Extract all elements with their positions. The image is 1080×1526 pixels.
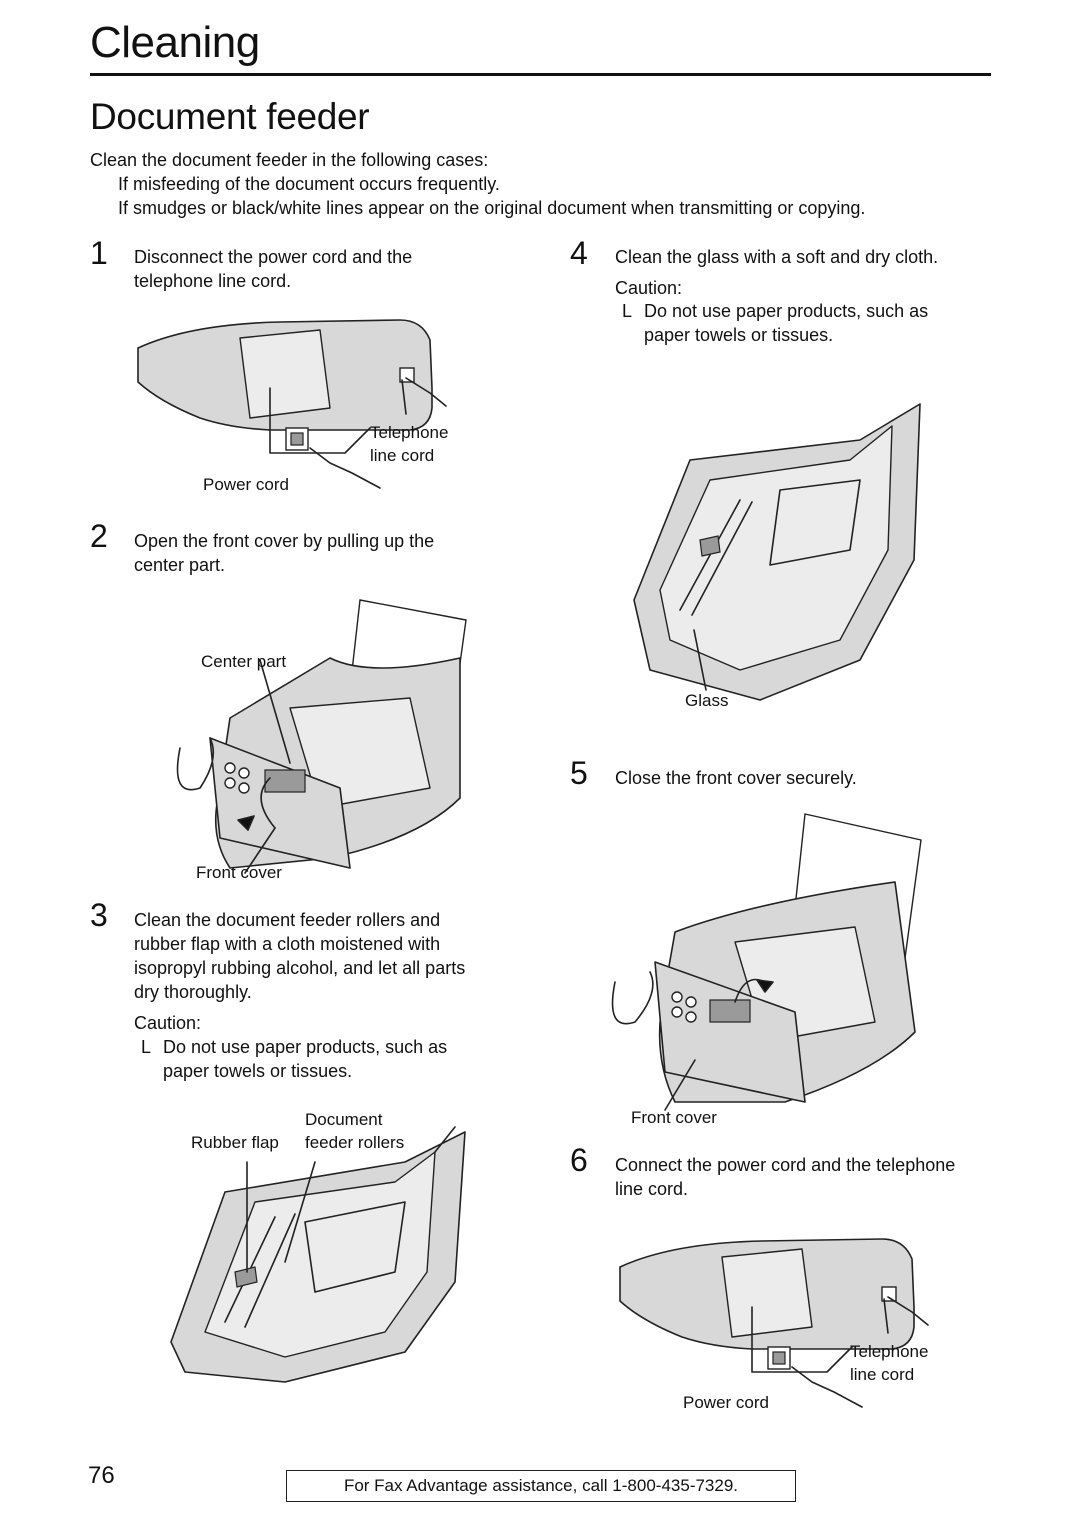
label-telephone-line: Telephone bbox=[850, 1342, 929, 1361]
label-telephone-line: line cord bbox=[850, 1365, 915, 1384]
caution-title: Caution: bbox=[615, 278, 683, 298]
step-text: telephone line cord. bbox=[134, 271, 292, 291]
step-number: 2 bbox=[90, 518, 108, 554]
caution-text: Do not use paper products, such as bbox=[644, 301, 929, 321]
label-telephone-line: Telephone bbox=[370, 423, 449, 442]
label-telephone-line: line cord bbox=[370, 446, 435, 465]
caution-title: Caution: bbox=[134, 1013, 202, 1033]
label-rubber-flap: Rubber flap bbox=[191, 1133, 279, 1152]
intro-case: If smudges or black/white lines appear o… bbox=[118, 198, 866, 218]
fax-closed-cover-illustration bbox=[611, 813, 922, 1111]
step-number: 3 bbox=[90, 897, 108, 933]
intro-case: If misfeeding of the document occurs fre… bbox=[118, 174, 500, 194]
fax-rear-reconnect-illustration bbox=[619, 1238, 929, 1408]
step-text: Disconnect the power cord and the bbox=[134, 247, 413, 267]
caution-text: paper towels or tissues. bbox=[163, 1061, 353, 1081]
label-power-cord: Power cord bbox=[683, 1393, 769, 1412]
step-text: center part. bbox=[134, 555, 226, 575]
label-center-part: Center part bbox=[201, 652, 287, 671]
title-rule bbox=[90, 73, 991, 76]
step-text: rubber flap with a cloth moistened with bbox=[134, 934, 441, 954]
label-front-cover: Front cover bbox=[196, 863, 282, 882]
step-number: 6 bbox=[570, 1142, 588, 1178]
fax-rear-illustration bbox=[137, 319, 447, 489]
caution-text: Do not use paper products, such as bbox=[163, 1037, 448, 1057]
caution-text: paper towels or tissues. bbox=[644, 325, 834, 345]
step-text: Open the front cover by pulling up the bbox=[134, 531, 435, 551]
step-text: Close the front cover securely. bbox=[615, 768, 857, 788]
caution-item: L Do not use paper products, such as bbox=[141, 1035, 447, 1059]
bullet-icon: L bbox=[622, 301, 633, 321]
step-number: 5 bbox=[570, 755, 588, 791]
label-feeder-rollers: feeder rollers bbox=[305, 1133, 405, 1152]
page-title: Document feeder bbox=[90, 96, 370, 137]
step-number: 4 bbox=[570, 235, 588, 271]
step-text: Connect the power cord and the telephone bbox=[615, 1155, 956, 1175]
caution-item: L Do not use paper products, such as bbox=[622, 299, 928, 323]
step-number: 1 bbox=[90, 235, 108, 271]
fax-rollers-illustration bbox=[170, 1126, 466, 1383]
step-text: Clean the document feeder rollers and bbox=[134, 910, 441, 930]
label-document: Document bbox=[305, 1110, 383, 1129]
assistance-box: For Fax Advantage assistance, call 1-800… bbox=[286, 1470, 796, 1502]
step-text: isopropyl rubbing alcohol, and let all p… bbox=[134, 958, 466, 978]
label-power-cord: Power cord bbox=[203, 475, 289, 494]
section-title: Cleaning bbox=[90, 18, 260, 67]
step-text: dry thoroughly. bbox=[134, 982, 252, 1002]
bullet-icon: L bbox=[141, 1037, 152, 1057]
intro-lead: Clean the document feeder in the followi… bbox=[90, 150, 489, 170]
step-text: line cord. bbox=[615, 1179, 689, 1199]
label-front-cover: Front cover bbox=[631, 1108, 717, 1127]
page-number: 76 bbox=[88, 1462, 115, 1489]
fax-open-cover-illustration bbox=[176, 599, 467, 874]
label-glass: Glass bbox=[685, 691, 729, 710]
step-text: Clean the glass with a soft and dry clot… bbox=[615, 247, 939, 267]
fax-glass-illustration bbox=[633, 403, 921, 701]
